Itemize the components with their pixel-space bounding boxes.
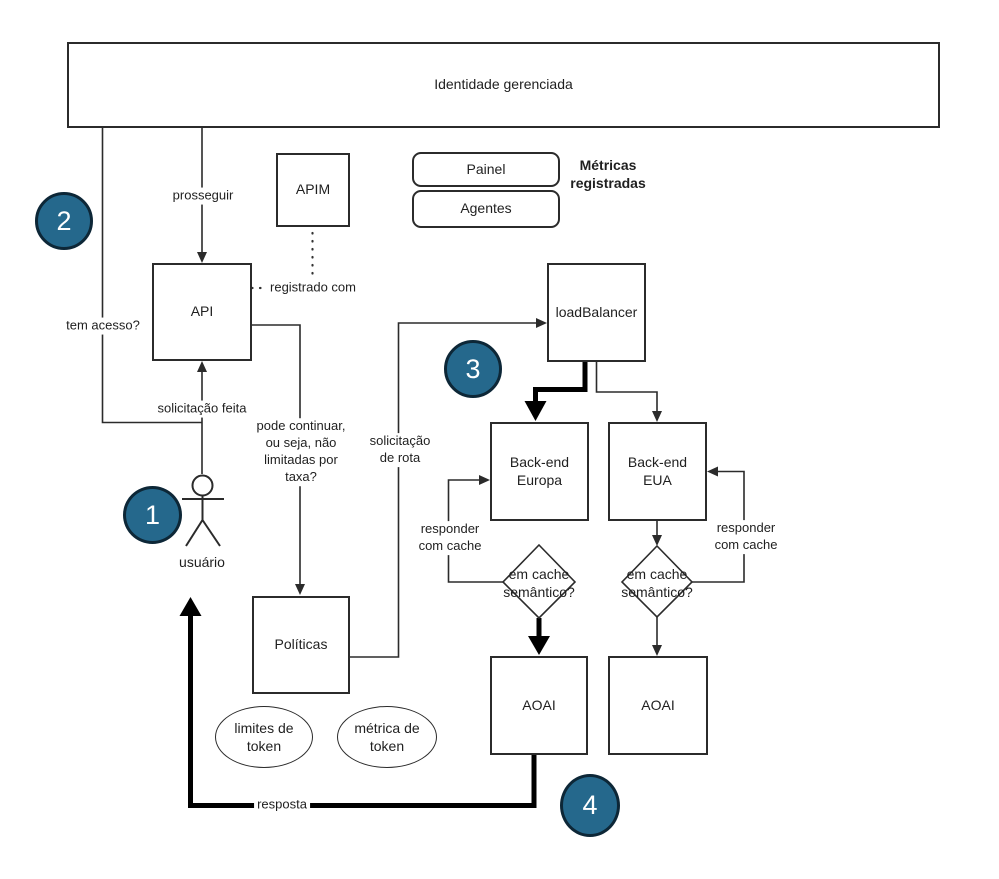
step-3-number: 3 bbox=[465, 353, 481, 384]
aoai-direita-label: AOAI bbox=[641, 696, 675, 713]
box-backend-europa: Back-end Europa bbox=[490, 422, 589, 521]
decision-cache-direita-label: em cache semântico? bbox=[621, 565, 693, 600]
label-metricas-registradas: Métricas registradas bbox=[570, 156, 646, 191]
edge-diamante-aoai-thick bbox=[528, 618, 550, 655]
box-load-balancer: loadBalancer bbox=[547, 263, 646, 362]
user-figure-icon bbox=[182, 474, 224, 547]
limites-token-label: limites de token bbox=[234, 719, 294, 754]
decision-cache-esquerda-shape bbox=[501, 543, 577, 620]
edge-lb-eua bbox=[595, 362, 662, 422]
metrica-token-label: métrica de token bbox=[354, 719, 420, 754]
edge-registrado-com-dotted bbox=[250, 231, 314, 290]
load-balancer-label: loadBalancer bbox=[555, 303, 638, 320]
step-circle-3: 3 bbox=[444, 340, 502, 398]
edge-pode-continuar bbox=[252, 324, 305, 595]
box-aoai-direita: AOAI bbox=[608, 656, 708, 755]
box-api: API bbox=[152, 263, 252, 361]
edge-lb-europa-thick bbox=[524, 362, 588, 421]
edge-tem-acesso bbox=[101, 128, 202, 424]
box-agentes: Agentes bbox=[412, 190, 560, 228]
edge-eua-diamante bbox=[652, 521, 662, 546]
label-solicitacao-rota: solicitação de rota bbox=[366, 433, 434, 467]
step-1-number: 1 bbox=[144, 499, 161, 530]
banner-label: Identidade gerenciada bbox=[434, 76, 573, 93]
edge-solicitacao-rota bbox=[350, 318, 547, 658]
decision-cache-esquerda-label: em cache semântico? bbox=[503, 565, 575, 600]
box-apim: APIM bbox=[276, 153, 350, 227]
edge-resposta-thick bbox=[179, 597, 537, 808]
edge-solicitacao-feita bbox=[197, 361, 207, 474]
label-responder-cache-esquerda: responder com cache bbox=[415, 521, 485, 555]
label-responder-cache-direita: responder com cache bbox=[711, 520, 781, 554]
painel-label: Painel bbox=[466, 160, 506, 177]
box-identidade-gerenciada: Identidade gerenciada bbox=[67, 42, 940, 128]
box-backend-eua: Back-end EUA bbox=[608, 422, 707, 521]
box-aoai-esquerda: AOAI bbox=[490, 656, 588, 755]
edge-diamante-aoai-direita bbox=[652, 617, 662, 656]
step-circle-4: 4 bbox=[560, 774, 620, 837]
backend-europa-label: Back-end Europa bbox=[509, 454, 570, 488]
ellipse-metrica-token: métrica de token bbox=[337, 706, 437, 768]
label-prosseguir: prosseguir bbox=[169, 187, 237, 205]
ellipse-limites-token: limites de token bbox=[215, 706, 313, 768]
label-usuario: usuário bbox=[179, 553, 225, 570]
step-circle-2: 2 bbox=[35, 192, 93, 250]
box-painel: Painel bbox=[412, 152, 560, 187]
agentes-label: Agentes bbox=[460, 200, 512, 217]
aoai-esquerda-label: AOAI bbox=[522, 696, 556, 713]
label-pode-continuar: pode continuar, ou seja, não limitadas p… bbox=[253, 418, 349, 486]
step-circle-1: 1 bbox=[123, 486, 182, 544]
api-label: API bbox=[190, 303, 214, 320]
apim-label: APIM bbox=[295, 181, 331, 198]
label-registrado-com: registrado com bbox=[270, 279, 356, 295]
label-solicitacao-feita: solicitação feita bbox=[154, 400, 250, 418]
politicas-label: Políticas bbox=[274, 636, 328, 653]
backend-eua-label: Back-end EUA bbox=[627, 454, 688, 488]
box-politicas: Políticas bbox=[252, 596, 350, 694]
step-4-number: 4 bbox=[582, 790, 598, 820]
label-resposta: resposta bbox=[254, 796, 310, 814]
label-tem-acesso: tem acesso? bbox=[63, 317, 143, 335]
decision-cache-direita-shape bbox=[620, 544, 694, 619]
step-2-number: 2 bbox=[56, 205, 72, 236]
